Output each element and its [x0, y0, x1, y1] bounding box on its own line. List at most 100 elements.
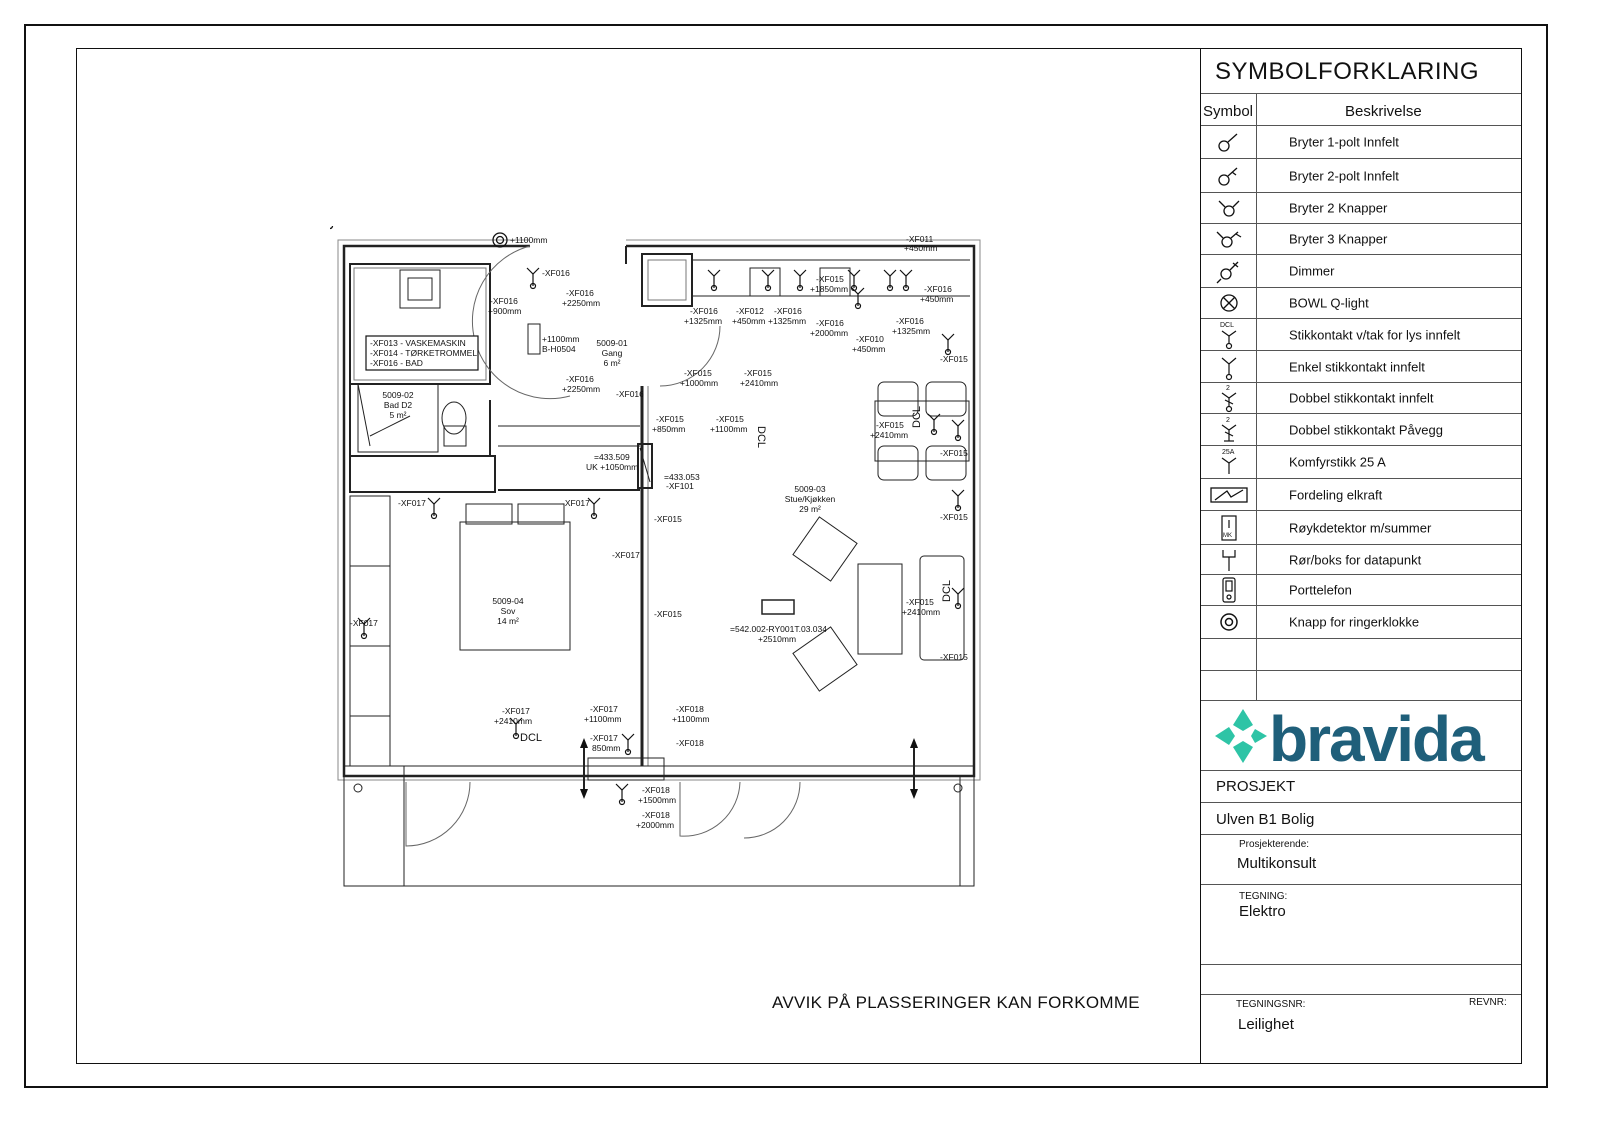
switch-2-buttons-icon: [1218, 200, 1239, 217]
title-block-spacer: [1201, 964, 1521, 994]
svg-text:+2410mm: +2410mm: [902, 607, 940, 617]
legend-row: Rør/boks for datapunkt: [1201, 544, 1521, 574]
svg-text:-XF015: -XF015: [940, 354, 968, 364]
legend-label: Bryter 1-polt Innfelt: [1289, 134, 1399, 150]
svg-text:-XF017: -XF017: [590, 704, 618, 714]
legend-header: Symbol Beskrivelse: [1201, 93, 1521, 125]
svg-text:+2250mm: +2250mm: [562, 298, 600, 308]
drawing-row: TEGNING: Elektro: [1201, 884, 1521, 964]
legend-row: Porttelefon: [1201, 574, 1521, 605]
drawing-number: Leilighet: [1238, 1016, 1294, 1033]
legend-row: DCL Stikkontakt v/tak for lys innfelt: [1201, 318, 1521, 350]
legend-row: 2 Dobbel stikkontakt innfelt: [1201, 382, 1521, 413]
room-id: 5009-04: [492, 596, 523, 606]
legend-label: Knapp for ringerklokke: [1289, 614, 1420, 630]
svg-text:+2250mm: +2250mm: [562, 384, 600, 394]
legend-row: MK Røykdetektor m/summer: [1201, 510, 1521, 544]
switch-2pole-icon: [1217, 167, 1237, 186]
svg-text:2: 2: [1226, 385, 1230, 392]
legend-row: 2 Dobbel stikkontakt Påvegg: [1201, 413, 1521, 445]
project-label-row: PROSJEKT: [1201, 770, 1521, 802]
svg-text:+1100mm: +1100mm: [710, 424, 747, 434]
svg-text:=433.509: =433.509: [594, 452, 630, 462]
svg-text:+2000mm: +2000mm: [810, 328, 848, 338]
svg-text:-XF018: -XF018: [642, 810, 670, 820]
room-id: 5009-01: [596, 338, 627, 348]
legend-label: Bryter 2-polt Innfelt: [1289, 168, 1399, 183]
svg-text:-XF016: -XF016: [816, 318, 844, 328]
room-area: 5 m²: [390, 410, 407, 420]
svg-text:2: 2: [1226, 417, 1230, 424]
svg-text:=542.002-RY001T.03.034: =542.002-RY001T.03.034: [730, 624, 827, 634]
svg-text:+1325mm: +1325mm: [892, 326, 930, 336]
svg-text:DCL: DCL: [520, 732, 542, 744]
legend-description-header: Beskrivelse: [1345, 103, 1422, 120]
designer-name: Multikonsult: [1237, 855, 1317, 872]
legend-row: 25A Komfyrstikk 25 A: [1201, 445, 1521, 478]
room-id: 5009-03: [794, 484, 825, 494]
svg-text:25A: 25A: [1222, 449, 1235, 456]
svg-text:-XF015: -XF015: [940, 512, 968, 522]
bowl-q-light-icon: [1219, 294, 1238, 312]
project-name-row: Ulven B1 Bolig: [1201, 802, 1521, 834]
svg-text:-XF016: -XF016: [566, 288, 594, 298]
svg-text:+1500mm: +1500mm: [638, 795, 676, 805]
svg-text:-XF015: -XF015: [906, 597, 934, 607]
svg-text:-XF016: -XF016: [542, 268, 570, 278]
svg-text:-XF015: -XF015: [744, 368, 772, 378]
room-name: Bad D2: [384, 400, 413, 410]
svg-text:+2410mm: +2410mm: [870, 430, 908, 440]
room-name: Gang: [602, 348, 623, 358]
legend-row-empty: [1201, 670, 1521, 700]
svg-text:+2410mm: +2410mm: [740, 378, 778, 388]
svg-text:-XF015: -XF015: [716, 414, 744, 424]
svg-text:+450mm: +450mm: [920, 294, 953, 304]
svg-text:-XF016: -XF016: [616, 389, 644, 399]
legend-label: Rør/boks for datapunkt: [1289, 552, 1422, 567]
brand-logo-area: bravida: [1201, 700, 1521, 771]
svg-text:-XF017: -XF017: [612, 550, 640, 560]
svg-text:B-H0504: B-H0504: [542, 344, 576, 354]
legend-label: Dimmer: [1289, 263, 1335, 279]
svg-text:UK +1050mm: UK +1050mm: [586, 462, 638, 472]
legend-row: Bryter 1-polt Innfelt: [1201, 125, 1521, 158]
svg-text:-XF015: -XF015: [654, 609, 682, 619]
svg-text:+2510mm: +2510mm: [758, 634, 796, 644]
floor-plan: +1100mm -XF013 - VASKEMASKIN -XF014 - TØ…: [330, 226, 981, 887]
svg-text:-XF011: -XF011: [906, 234, 934, 244]
svg-text:DCL: DCL: [1220, 322, 1234, 329]
room-area: 29 m²: [799, 504, 821, 514]
svg-text:+2000mm: +2000mm: [636, 820, 674, 830]
door-phone-icon: [1221, 577, 1236, 603]
svg-text:-XF016: -XF016: [566, 374, 594, 384]
bath-box-line: -XF014 - TØRKETROMMEL: [370, 348, 477, 358]
svg-text:-XF017: -XF017: [350, 618, 378, 628]
designer-row: Prosjekterende: Multikonsult: [1201, 834, 1521, 884]
legend-label: Enkel stikkontakt innfelt: [1289, 359, 1425, 374]
legend-label: Dobbel stikkontakt innfelt: [1289, 390, 1434, 406]
room-area: 6 m²: [604, 358, 621, 368]
svg-text:DCL: DCL: [911, 406, 923, 428]
legend-label: Fordeling elkraft: [1289, 487, 1383, 502]
project-label: PROSJEKT: [1216, 778, 1296, 795]
legend-label: Stikkontakt v/tak for lys innfelt: [1289, 327, 1461, 342]
dimmer-icon: [1216, 261, 1238, 284]
svg-text:+1100mm: +1100mm: [542, 334, 579, 344]
svg-text:=433.053: =433.053: [664, 472, 700, 482]
sheet-border-outer: [24, 24, 1548, 1088]
svg-text:-XF016: -XF016: [896, 316, 924, 326]
legend-row: Bryter 3 Knapper: [1201, 223, 1521, 254]
legend-label: Dobbel stikkontakt Påvegg: [1289, 422, 1443, 437]
legend-label: Komfyrstikk 25 A: [1289, 454, 1386, 470]
svg-text:-XF101: -XF101: [666, 481, 694, 491]
bath-box-line: -XF016 - BAD: [370, 358, 423, 368]
designer-label: Prosjekterende:: [1239, 839, 1310, 850]
svg-text:-XF017: -XF017: [502, 706, 530, 716]
svg-text:-XF015: -XF015: [656, 414, 684, 424]
legend-row: Dimmer: [1201, 254, 1521, 287]
project-name: Ulven B1 Bolig: [1216, 811, 1315, 828]
svg-text:+450mm: +450mm: [732, 316, 765, 326]
svg-text:-XF016: -XF016: [690, 306, 718, 316]
legend-row: Fordeling elkraft: [1201, 478, 1521, 510]
svg-text:-XF018: -XF018: [642, 785, 670, 795]
